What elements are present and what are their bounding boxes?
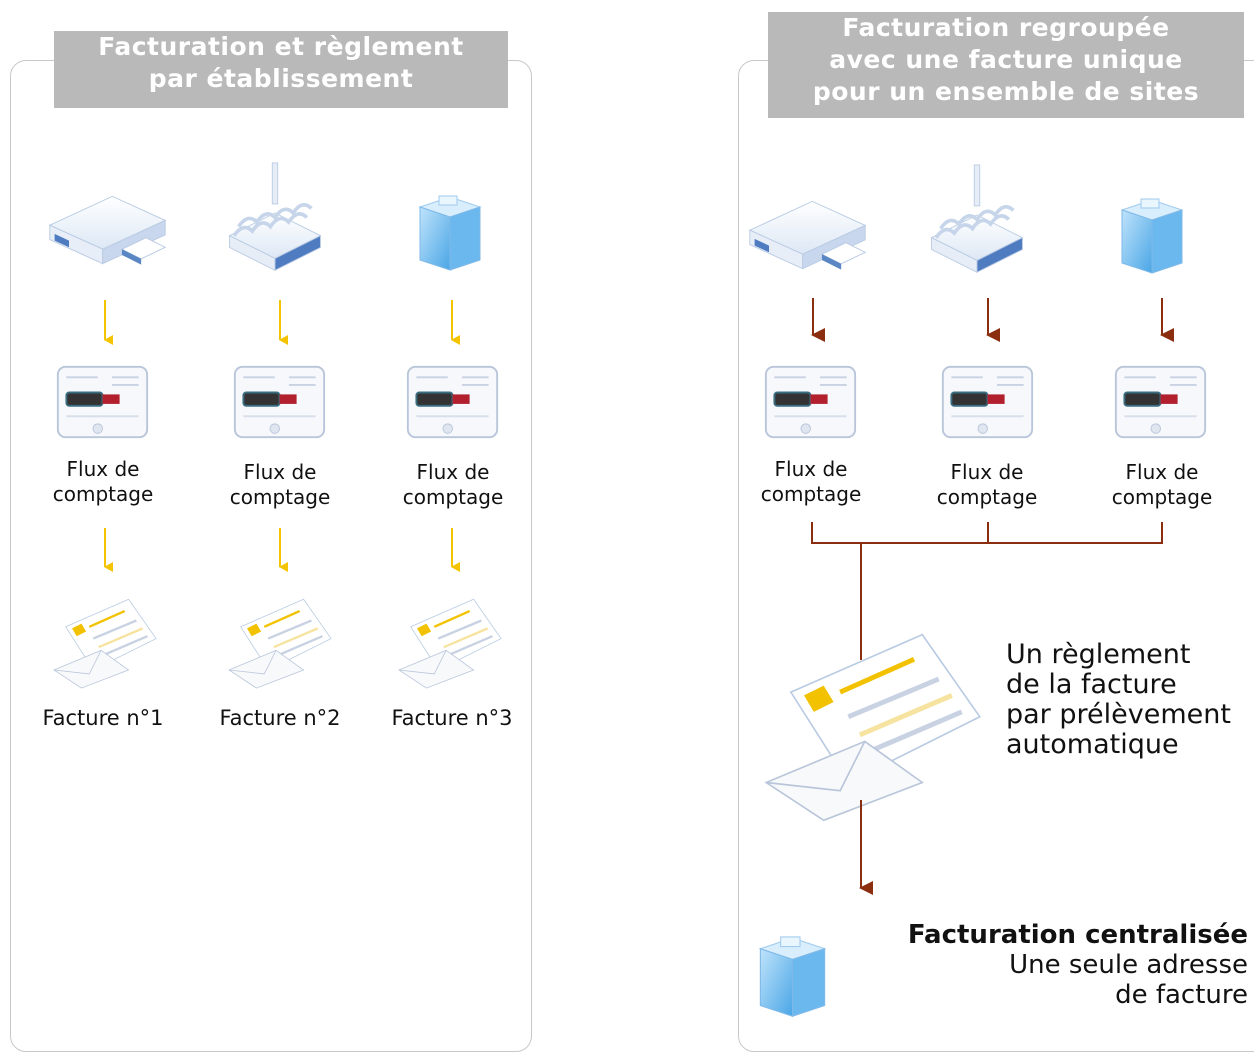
central-billing-line-2: de facture — [1115, 980, 1248, 1010]
left-title-line-2: par établissement — [148, 64, 414, 93]
meter-label-line-1: Flux de — [416, 460, 490, 484]
meter-label-line-1: Flux de — [774, 457, 848, 481]
meter-label-line-2: comptage — [52, 482, 154, 506]
meter-label: Flux de comptage — [33, 457, 173, 507]
right-title-line-1: Facturation regroupée — [842, 13, 1170, 42]
right-title-line-3: pour un ensemble de sites — [812, 77, 1200, 106]
meter-label-line-1: Flux de — [950, 460, 1024, 484]
left-panel-title: Facturation et règlement par établisseme… — [54, 31, 508, 108]
payment-description: Un règlement de la facture par prélèveme… — [1006, 640, 1231, 760]
central-billing: Facturation centralisée Une seule adress… — [908, 920, 1248, 1010]
meter-label-line-2: comptage — [229, 485, 331, 509]
payment-line-2: de la facture — [1006, 669, 1177, 700]
meter-label-line-1: Flux de — [66, 457, 140, 481]
meter-label-line-1: Flux de — [243, 460, 317, 484]
left-title-line-1: Facturation et règlement — [98, 32, 464, 61]
payment-line-1: Un règlement — [1006, 639, 1191, 670]
invoice-label-2: Facture n°2 — [219, 706, 341, 730]
meter-label-line-2: comptage — [402, 485, 504, 509]
central-billing-title: Facturation centralisée — [907, 920, 1248, 950]
meter-label-line-2: comptage — [936, 485, 1038, 509]
meter-label: Flux de comptage — [1092, 460, 1232, 510]
meter-label: Flux de comptage — [917, 460, 1057, 510]
central-billing-line-1: Une seule adresse — [1009, 950, 1248, 980]
meter-label-line-1: Flux de — [1125, 460, 1199, 484]
meter-label: Flux de comptage — [383, 460, 523, 510]
invoice-label-3: Facture n°3 — [391, 706, 513, 730]
meter-label-line-2: comptage — [760, 482, 862, 506]
right-title-line-2: avec une facture unique — [829, 45, 1183, 74]
payment-line-4: automatique — [1006, 729, 1179, 760]
meter-label-line-2: comptage — [1111, 485, 1213, 509]
meter-label: Flux de comptage — [741, 457, 881, 507]
payment-line-3: par prélèvement — [1006, 699, 1231, 730]
right-panel-title: Facturation regroupée avec une facture u… — [768, 12, 1244, 118]
invoice-label-1: Facture n°1 — [42, 706, 164, 730]
meter-label: Flux de comptage — [210, 460, 350, 510]
